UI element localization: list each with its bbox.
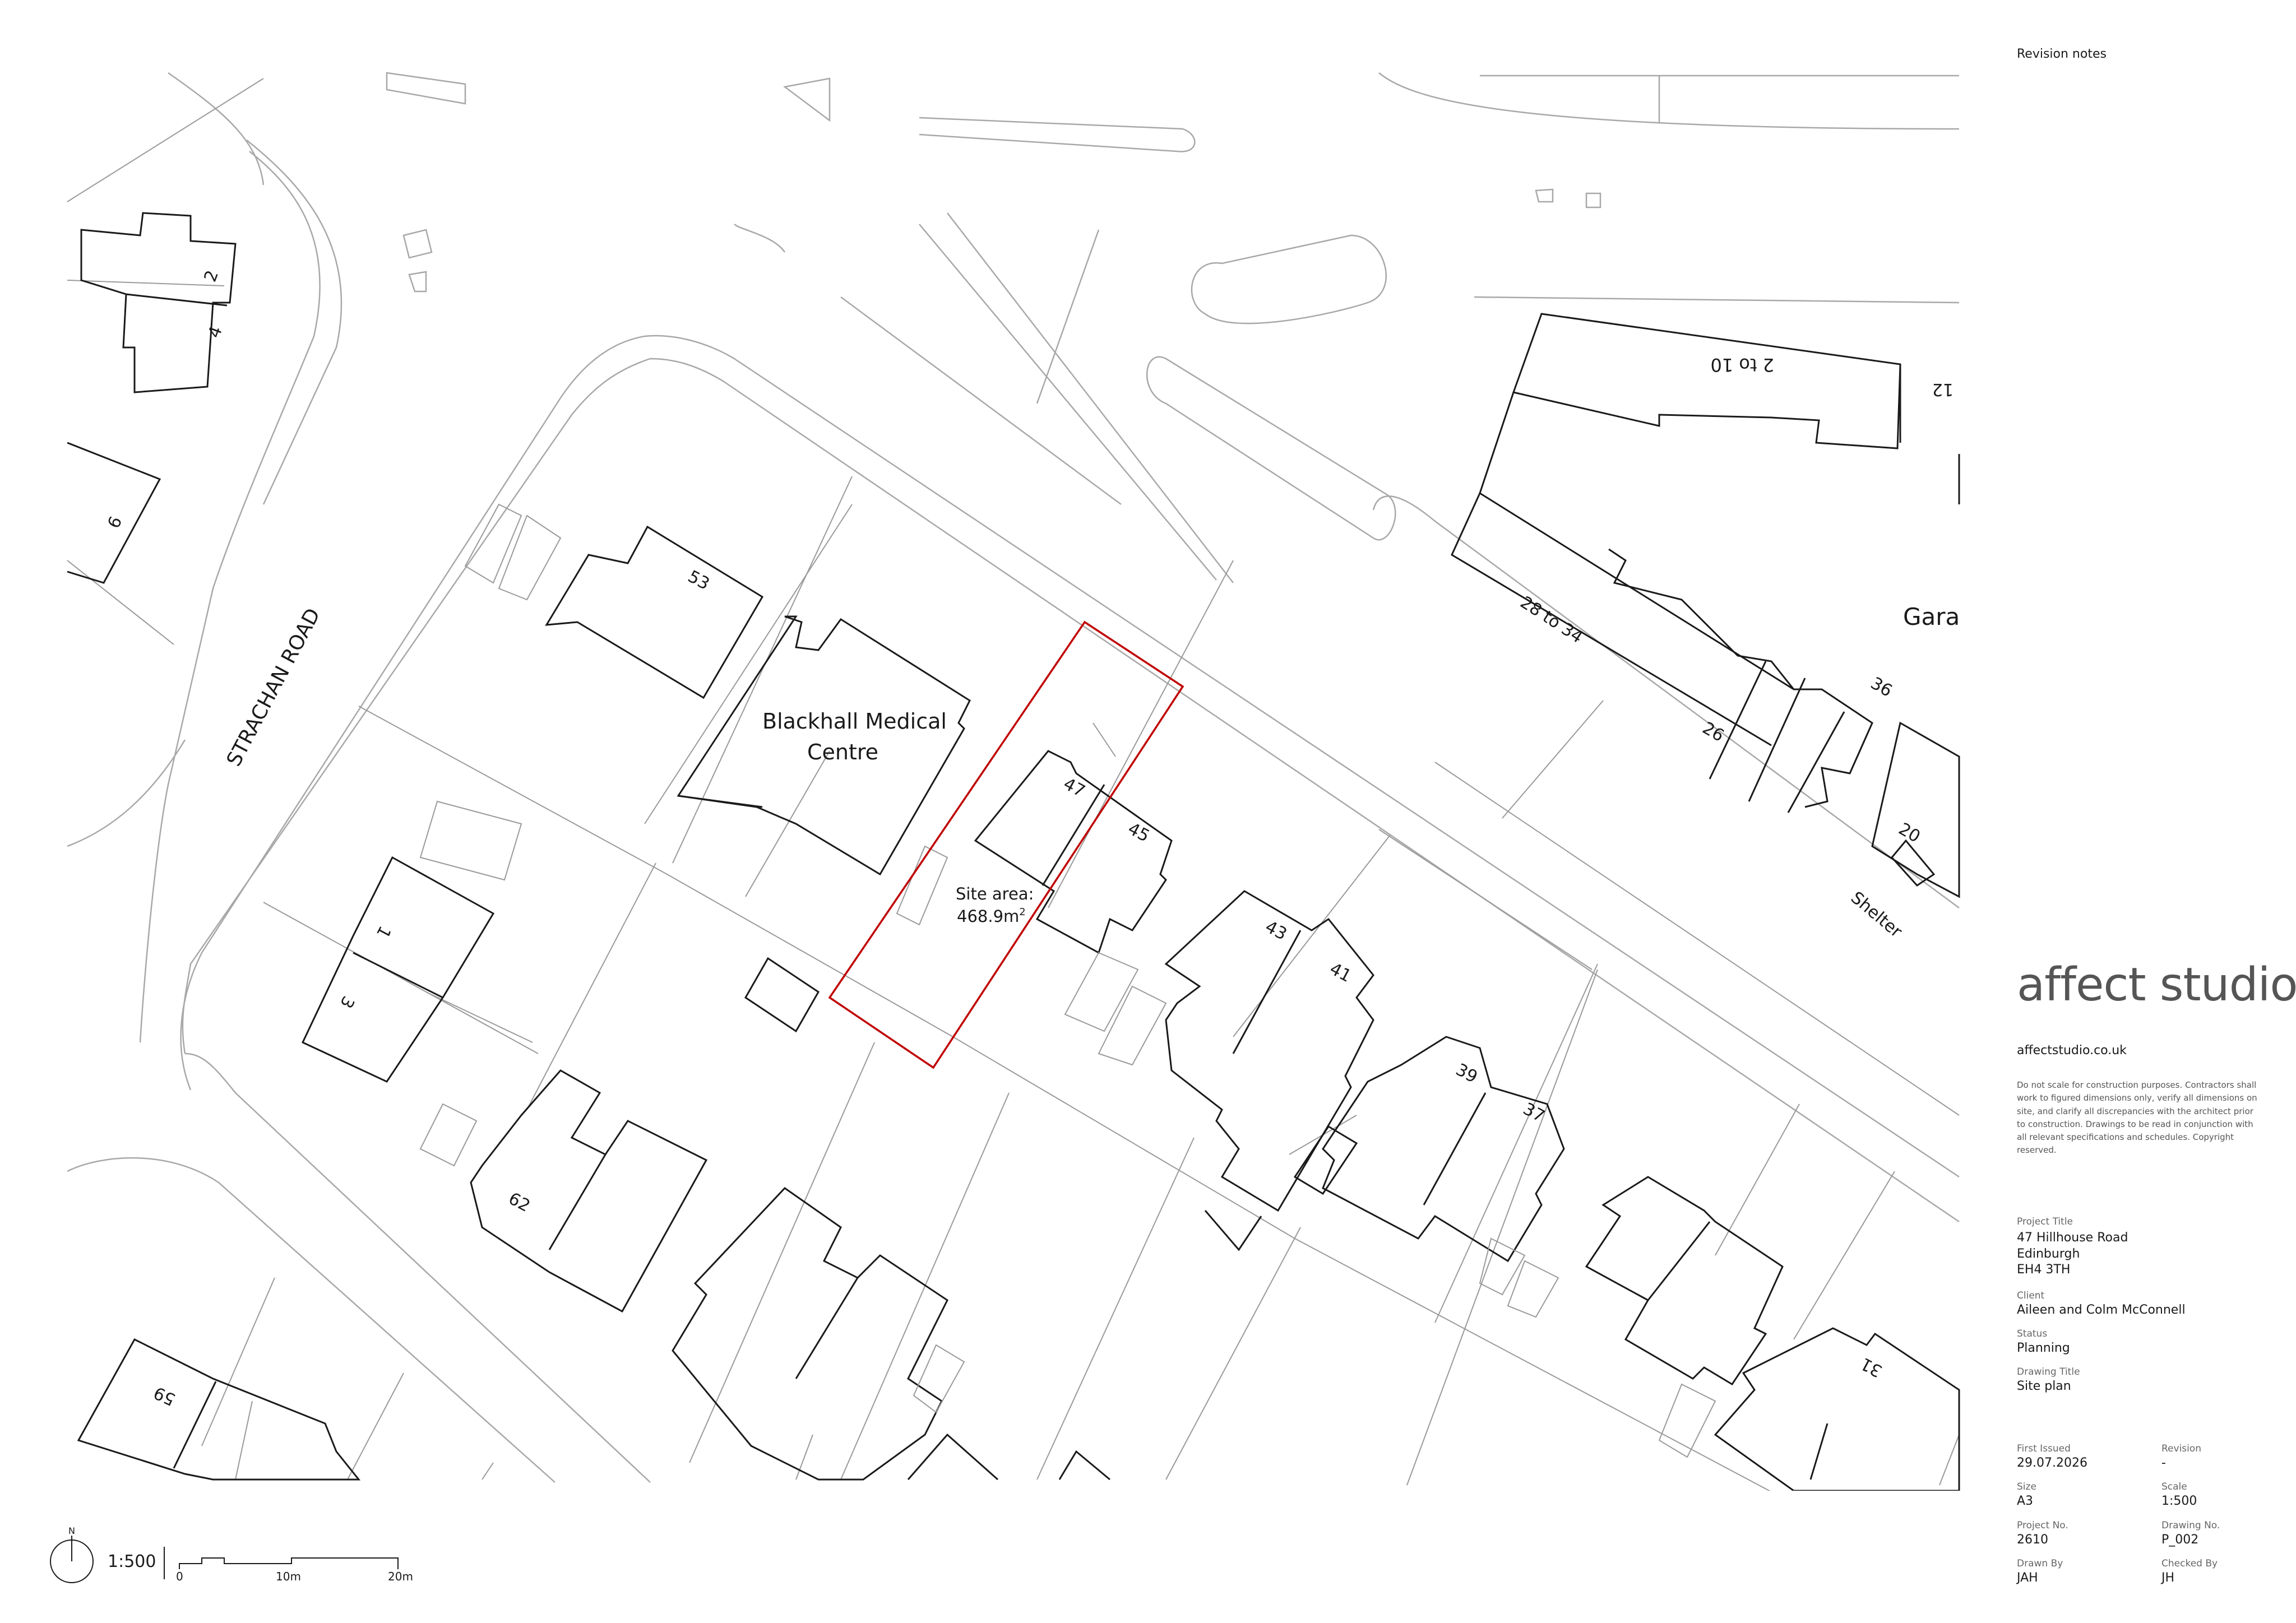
scale-label: Scale [2161,1481,2187,1492]
house-number: 36 [1867,674,1896,701]
house-number: 20 [1895,819,1924,847]
drawn-by-label: Drawn By [2017,1558,2063,1569]
logo-part-studio: studio [2145,958,2296,1012]
scale-value: 1:500 [2161,1494,2197,1508]
revision-label: Revision [2161,1443,2202,1454]
plot-boundaries [67,78,1960,1491]
client-value: Aileen and Colm McConnell [2017,1303,2186,1317]
revision-notes-title: Revision notes [2017,47,2107,61]
medical-centre-label-1: Blackhall Medical [762,709,947,734]
status-label: Status [2017,1328,2048,1339]
scale-tick-10m: 10m [276,1570,301,1583]
dark-outbuildings [744,957,1358,1195]
house-number: 43 [1262,917,1290,944]
project-title-line: 47 Hillhouse Road [2017,1231,2128,1245]
scale-tick-0: 0 [176,1570,183,1583]
drawing-no-value: P_002 [2161,1533,2199,1547]
first-issued-value: 29.07.2026 [2017,1456,2087,1470]
house-number: 53 [684,567,712,594]
north-label: N [68,1525,75,1536]
shelter-label: Shelter [1847,888,1906,942]
project-title-value: 47 Hillhouse Road Edinburgh EH4 3TH [2017,1230,2128,1278]
scale-tick-20m: 20m [388,1570,413,1583]
house-number: 26 [1699,718,1728,746]
garage-label: Gara [1903,603,1960,630]
project-no-label: Project No. [2017,1520,2068,1531]
client-label: Client [2017,1290,2045,1301]
scale-bar-group: N 1:500 0 10m 20m [50,1525,413,1583]
size-value: A3 [2017,1494,2034,1508]
project-title-line: EH4 3TH [2017,1263,2071,1277]
checked-by-value: JH [2161,1571,2175,1585]
site-boundary [828,620,1184,1069]
title-panel: Revision notes affect studio affectstudi… [2017,0,2296,1623]
logo-part-affect: affect [2017,958,2146,1012]
house-number: 1 [372,922,395,941]
house-number: 6 [104,513,127,531]
status-value: Planning [2017,1341,2070,1355]
house-number: 2 [201,268,223,285]
disclaimer-text: Do not scale for construction purposes. … [2017,1080,2257,1156]
house-number: 3 [336,993,358,1011]
brand-logo: affect studio [2017,958,2296,1012]
site-area-value: 468.9m2 [957,906,1026,926]
project-title-label: Project Title [2017,1216,2073,1227]
house-number: 39 [1452,1060,1480,1087]
building-outlines [67,212,1960,1491]
house-number: 4 [205,324,226,341]
site-plan-map: STRACHAN ROAD Blackhall Medical Centre S… [67,72,1960,1491]
medical-centre-label-2: Centre [807,740,878,764]
drawing-no-label: Drawing No. [2161,1520,2220,1531]
house-number: 41 [1326,959,1354,986]
street-label: STRACHAN ROAD [223,605,325,770]
drawing-title-label: Drawing Title [2017,1366,2080,1378]
scale-ratio: 1:500 [108,1552,156,1571]
house-number: 45 [1124,819,1152,846]
site-area-number: 468.9m [957,907,1019,926]
first-issued-label: First Issued [2017,1443,2071,1454]
scale-bar [179,1557,399,1569]
outbuildings [419,503,1716,1458]
site-area-label: Site area: [956,884,1034,903]
house-number: 12 [1932,379,1954,399]
brand-url[interactable]: affectstudio.co.uk [2017,1044,2127,1058]
road-outlines [67,72,1960,1483]
project-no-value: 2610 [2017,1533,2048,1547]
range-label-28-34: 28 to 34 [1517,592,1586,647]
drawn-by-value: JAH [2017,1571,2038,1585]
house-number: 31 [1858,1353,1886,1381]
house-number: 59 [151,1383,178,1409]
site-area-unit-sup: 2 [1019,906,1025,918]
project-title-line: Edinburgh [2017,1246,2080,1261]
drawing-title-value: Site plan [2017,1379,2071,1393]
revision-value: - [2161,1456,2166,1470]
range-label-2-10: 2 to 10 [1710,354,1774,375]
size-label: Size [2017,1481,2036,1492]
house-number: 62 [505,1189,533,1216]
checked-by-label: Checked By [2161,1558,2218,1569]
